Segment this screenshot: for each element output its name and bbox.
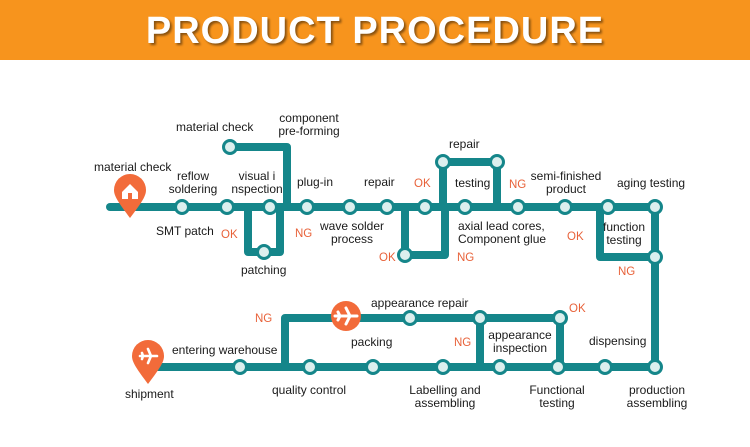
status-ng-wave: NG xyxy=(457,252,475,264)
label-labelling-assembling: Labelling and assembling xyxy=(409,383,481,410)
status-ng-testing: NG xyxy=(509,179,527,191)
label-wave-solder-process: wave solder process xyxy=(319,219,385,246)
node-warehouse xyxy=(232,359,248,375)
label-material-check-start: material check xyxy=(94,160,172,174)
label-repair: repair xyxy=(364,175,395,189)
label-shipment: shipment xyxy=(125,387,174,401)
node-wave xyxy=(342,199,358,215)
label-plug-in: plug-in xyxy=(297,175,334,189)
repair-loop xyxy=(439,158,501,211)
node-aging xyxy=(647,199,663,215)
wave-solder-loop xyxy=(401,203,449,259)
status-ok-function: OK xyxy=(567,231,584,243)
label-function-testing: function testing xyxy=(602,220,646,247)
node-packing xyxy=(365,359,381,375)
status-ok-appearance: OK xyxy=(569,303,586,315)
node-ok1 xyxy=(417,199,433,215)
node-fn xyxy=(600,199,616,215)
page-title: PRODUCT PROCEDURE xyxy=(145,10,605,52)
node-production xyxy=(647,359,663,375)
status-ng-patching: NG xyxy=(295,228,313,240)
home-icon xyxy=(114,174,146,218)
label-entering-warehouse: entering warehouse xyxy=(172,343,278,357)
label-appearance-repair: appearance repair xyxy=(371,296,469,310)
flow-nodes xyxy=(174,139,663,375)
label-production-assembling: production assembling xyxy=(626,383,688,410)
node-appearance-repair xyxy=(402,310,418,326)
label-component-preforming: component pre-forming xyxy=(278,111,340,138)
label-repair-top: repair xyxy=(449,137,480,151)
node-repair-top-right xyxy=(489,154,505,170)
label-material-check-branch: material check xyxy=(176,120,254,134)
node-dispensing xyxy=(597,359,613,375)
node-wave-ok xyxy=(397,247,413,263)
node-plug-in xyxy=(299,199,315,215)
status-ok-repair: OK xyxy=(414,178,431,190)
label-patching: patching xyxy=(241,263,287,277)
status-ok-wave: OK xyxy=(379,252,396,264)
label-packing: packing xyxy=(351,335,393,349)
label-appearance-inspection: appearance inspection xyxy=(488,328,552,355)
function-testing-loop xyxy=(596,203,659,261)
node-repair xyxy=(379,199,395,215)
appearance-repair-loop xyxy=(281,314,564,371)
node-testing xyxy=(457,199,473,215)
status-ng-warehouse: NG xyxy=(255,313,273,325)
airplane-icon xyxy=(132,340,164,384)
airplane-icon xyxy=(331,301,361,331)
label-functional-testing: Functional testing xyxy=(529,383,585,410)
node-smt xyxy=(219,199,235,215)
status-ng-appearance: NG xyxy=(454,337,472,349)
label-testing: testing xyxy=(455,176,491,190)
node-appearance-ok xyxy=(552,310,568,326)
node-appearance-top xyxy=(472,310,488,326)
node-repair-top xyxy=(435,154,451,170)
status-ng-function: NG xyxy=(618,266,636,278)
node-quality xyxy=(302,359,318,375)
title-banner: PRODUCT PROCEDURE xyxy=(0,0,750,60)
node-visual xyxy=(262,199,278,215)
node-labelling xyxy=(435,359,451,375)
label-quality-control: quality control xyxy=(272,383,347,397)
node-reflow xyxy=(174,199,190,215)
label-aging-testing: aging testing xyxy=(617,176,686,190)
node-functional xyxy=(550,359,566,375)
node-function-testing xyxy=(647,249,663,265)
node-material-check xyxy=(222,139,238,155)
node-appearance-inspection xyxy=(492,359,508,375)
label-axial-lead: axial lead cores, Component glue xyxy=(458,219,547,246)
label-smt-patch: SMT patch xyxy=(156,224,214,238)
label-semi-finished-product: semi-finished product xyxy=(530,169,602,196)
node-ng1 xyxy=(510,199,526,215)
node-patching xyxy=(256,244,272,260)
material-check-branch xyxy=(226,143,291,211)
node-semi xyxy=(557,199,573,215)
label-visual-inspection: visual i nspection xyxy=(231,169,283,196)
status-ok-smt: OK xyxy=(221,229,238,241)
label-reflow-soldering: reflow soldering xyxy=(168,169,218,196)
label-dispensing: dispensing xyxy=(589,334,647,348)
